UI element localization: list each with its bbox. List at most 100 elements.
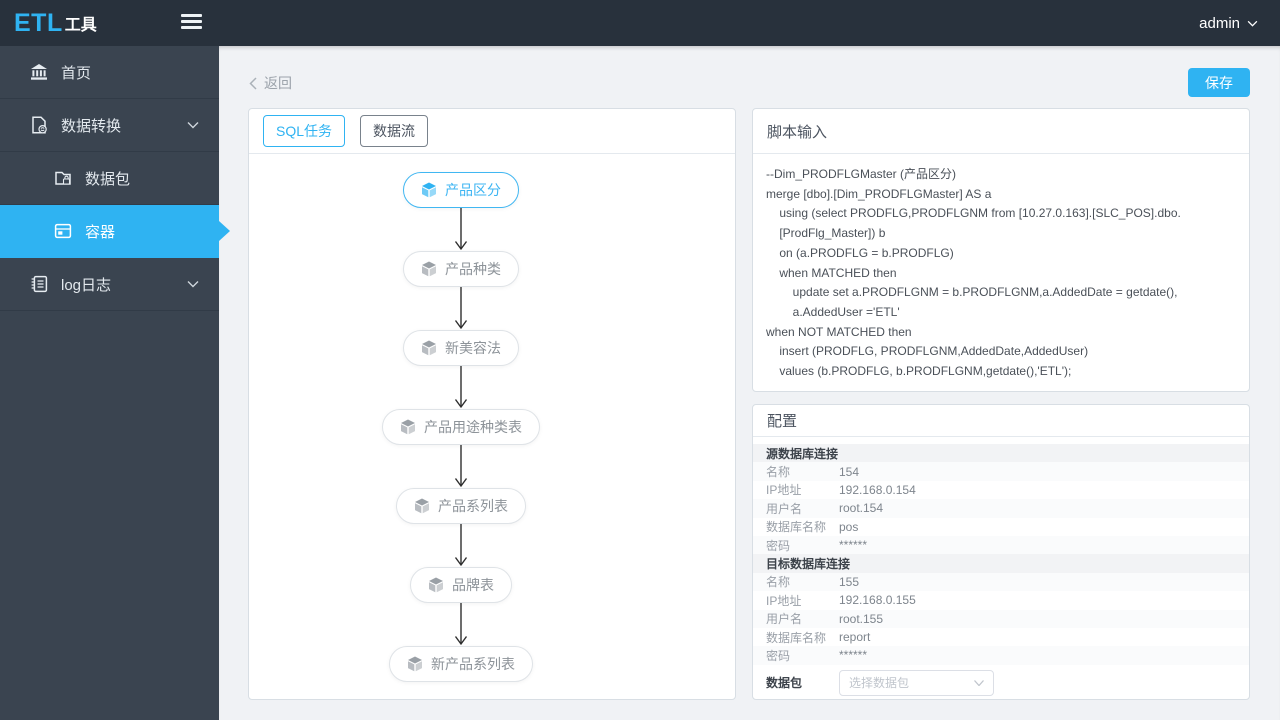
flow-node[interactable]: 产品种类: [403, 251, 519, 287]
script-line: on (a.PRODFLG = b.PRODFLG): [766, 245, 954, 260]
flow-node-label: 新美容法: [445, 340, 501, 356]
cube-icon: [428, 577, 444, 593]
topbar: ETL 工具 admin: [0, 0, 1280, 46]
config-row-label: 密码: [766, 538, 791, 553]
data-package-placeholder: 选择数据包: [849, 676, 910, 691]
back-label: 返回: [264, 75, 292, 91]
flow-node[interactable]: 品牌表: [410, 567, 512, 603]
script-line: insert (PRODFLG, PRODFLGNM,AddedDate,Add…: [766, 344, 1089, 359]
app-logo: ETL 工具: [14, 0, 97, 46]
data-package-icon: [55, 171, 71, 185]
script-line: a.AddedUser ='ETL': [766, 304, 900, 319]
config-row-value: 192.168.0.155: [839, 593, 916, 608]
config-row-label: 名称: [766, 465, 791, 480]
config-row-label: 数据库名称: [766, 630, 827, 645]
config-row-value: report: [839, 630, 871, 645]
flow-node[interactable]: 新产品系列表: [389, 646, 533, 682]
script-line: [ProdFlg_Master]) b: [766, 226, 886, 241]
flow-node-label: 产品系列表: [438, 498, 508, 514]
cube-icon: [400, 419, 416, 435]
sidebar-item-label: 容器: [85, 223, 116, 241]
flow-node-label: 新产品系列表: [431, 656, 515, 672]
chevron-left-icon: [249, 76, 257, 90]
chevron-down-icon: [187, 281, 199, 288]
flow-node-label: 产品区分: [445, 182, 501, 198]
config-row: 用户名 root.155: [753, 609, 1249, 628]
config-row-label: IP地址: [766, 593, 802, 608]
script-line: values (b.PRODFLG, b.PRODFLGNM,getdate()…: [766, 364, 1072, 379]
section-header-label: 目标数据库连接: [766, 557, 851, 572]
config-row-label: 数据库名称: [766, 520, 827, 535]
log-icon: [31, 275, 48, 293]
config-row: 名称 154: [753, 462, 1249, 481]
sidebar: 首页 数据转换 数据包 容器 log日志: [0, 46, 230, 720]
flow-node[interactable]: 产品用途种类表: [382, 409, 540, 445]
flow-canvas: 产品区分 产品种类 新美容法 产品用途种类表: [249, 154, 735, 699]
config-row-value: root.154: [839, 501, 884, 516]
container-icon: [54, 223, 72, 239]
data-package-label: 数据包: [766, 676, 803, 691]
flow-arrow-icon: [454, 524, 468, 567]
tab-data-flow[interactable]: 数据流: [360, 115, 429, 147]
config-section-header: 目标数据库连接: [753, 554, 1249, 573]
flow-arrow-icon: [454, 208, 468, 251]
config-panel-title: 配置: [753, 405, 1249, 437]
back-link[interactable]: 返回: [249, 73, 292, 93]
user-menu[interactable]: admin: [1199, 0, 1258, 46]
flow-node-label: 产品种类: [445, 261, 501, 277]
config-panel: 配置 源数据库连接 名称 154 IP地址 192.168.0.154 用户名 …: [752, 404, 1250, 700]
script-line: when MATCHED then: [766, 265, 897, 280]
config-section-header: 源数据库连接: [753, 444, 1249, 463]
save-button[interactable]: 保存: [1188, 68, 1250, 97]
sidebar-item-label: 数据转换: [61, 117, 122, 135]
config-row: 数据库名称 report: [753, 627, 1249, 647]
sidebar-item-data-package[interactable]: 数据包: [0, 152, 219, 205]
config-row: 数据库名称 pos: [753, 517, 1249, 536]
sidebar-item-home[interactable]: 首页: [0, 46, 219, 99]
flow-node[interactable]: 产品系列表: [396, 488, 526, 524]
hamburger-menu-icon[interactable]: [181, 14, 202, 32]
flow-panel-header: SQL任务 数据流: [249, 109, 735, 154]
config-table: 源数据库连接 名称 154 IP地址 192.168.0.154 用户名 roo…: [753, 444, 1249, 696]
main-content: 返回 保存 SQL任务 数据流 产品区分 产品种类: [219, 46, 1280, 720]
data-package-row: 数据包 选择数据包: [753, 669, 1249, 696]
script-line: merge [dbo].[Dim_PRODFLGMaster] AS a: [766, 186, 992, 201]
sidebar-item-data-transform[interactable]: 数据转换: [0, 99, 219, 152]
logo-secondary: 工具: [64, 17, 97, 34]
script-editor[interactable]: --Dim_PRODFLGMaster (产品区分) merge [dbo].[D…: [753, 154, 1249, 393]
config-row-value: 155: [839, 574, 860, 589]
sidebar-item-log[interactable]: log日志: [0, 258, 219, 311]
config-row-label: 名称: [766, 575, 791, 590]
home-icon: [31, 64, 47, 80]
config-row-label: 用户名: [766, 501, 803, 516]
config-row-value: ******: [839, 648, 868, 663]
config-row-value: 192.168.0.154: [839, 482, 916, 497]
flow-arrow-icon: [454, 603, 468, 646]
tab-sql-task[interactable]: SQL任务: [263, 115, 346, 147]
config-row: 名称 155: [753, 572, 1249, 592]
flow-arrow-icon: [454, 445, 468, 488]
chevron-down-icon: [187, 122, 199, 129]
cube-icon: [414, 498, 430, 514]
script-input-panel: 脚本输入 --Dim_PRODFLGMaster (产品区分)merge [db…: [752, 108, 1250, 392]
config-row: IP地址 192.168.0.154: [753, 480, 1249, 500]
user-menu-label: admin: [1199, 14, 1240, 32]
cube-icon: [421, 340, 437, 356]
cube-icon: [421, 182, 437, 198]
caret-down-icon: [974, 679, 984, 686]
config-row-label: IP地址: [766, 483, 802, 498]
data-transform-icon: [32, 116, 47, 134]
flow-node[interactable]: 产品区分: [403, 172, 519, 208]
config-row-label: 密码: [766, 648, 791, 663]
flow-node-label: 品牌表: [452, 577, 494, 593]
chevron-down-icon: [1247, 20, 1258, 27]
script-line: --Dim_PRODFLGMaster (产品区分): [766, 167, 957, 181]
flow-arrow-icon: [454, 366, 468, 409]
flow-arrow-icon: [454, 287, 468, 330]
flow-node[interactable]: 新美容法: [403, 330, 519, 366]
section-header-label: 源数据库连接: [766, 446, 839, 461]
cube-icon: [407, 656, 423, 672]
script-line: using (select PRODFLG,PRODFLGNM from [10…: [766, 206, 1181, 221]
data-package-select[interactable]: 选择数据包: [839, 669, 994, 696]
sidebar-item-container[interactable]: 容器: [0, 205, 230, 258]
